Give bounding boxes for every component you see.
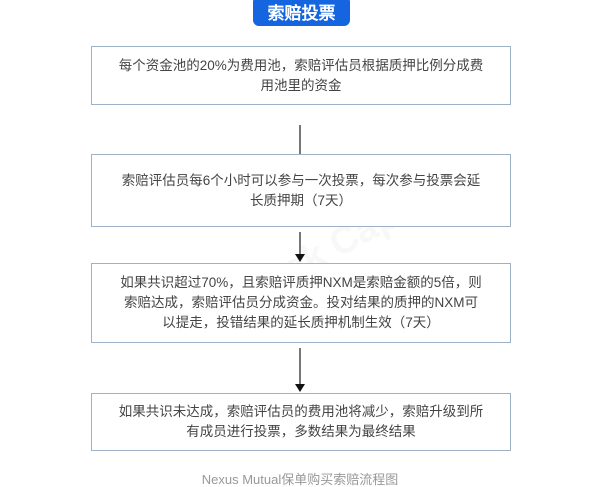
step-1-text: 每个资金池的20%为费用池，索赔评估员根据质押比例分成费用池里的资金 <box>118 57 484 93</box>
step-2-box: 索赔评估员每6个小时可以参与一次投票，每次参与投票会延长质押期（7天） <box>91 154 511 227</box>
arrow-down-icon <box>295 348 305 392</box>
diagram-title: 索赔投票 <box>253 0 350 26</box>
step-4-box: 如果共识未达成，索赔评估员的费用池将减少，索赔升级到所有成员进行投票，多数结果为… <box>91 393 511 451</box>
arrow-down-icon <box>295 232 305 262</box>
figure-caption: Nexus Mutual保单购买索赔流程图 <box>201 472 399 487</box>
step-3-text: 如果共识超过70%，且索赔评质押NXM是索赔金额的5倍，则索赔达成，索赔评估员分… <box>120 275 482 330</box>
step-3-box: 如果共识超过70%，且索赔评质押NXM是索赔金额的5倍，则索赔达成，索赔评估员分… <box>91 263 511 343</box>
step-1-box: 每个资金池的20%为费用池，索赔评估员根据质押比例分成费用池里的资金 <box>91 46 511 105</box>
step-2-text: 索赔评估员每6个小时可以参与一次投票，每次参与投票会延长质押期（7天） <box>121 172 481 208</box>
step-4-text: 如果共识未达成，索赔评估员的费用池将减少，索赔升级到所有成员进行投票，多数结果为… <box>118 404 484 439</box>
